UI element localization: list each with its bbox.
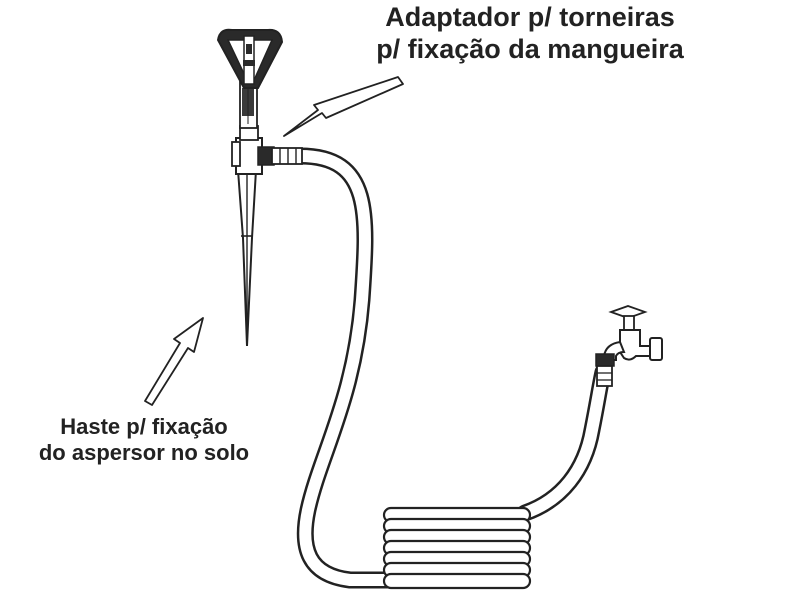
stake-label-line2: do aspersor no solo bbox=[38, 439, 250, 465]
arrow-to-stake bbox=[144, 317, 204, 406]
hose-coil bbox=[382, 506, 532, 590]
adapter-label: Adaptador p/ torneiras p/ fixação da man… bbox=[330, 2, 730, 66]
hose-connector bbox=[257, 146, 303, 166]
adapter-label-line2: p/ fixação da mangueira bbox=[376, 33, 684, 64]
sprinkler-head bbox=[216, 28, 284, 89]
stake-label: Haste p/ fixação do aspersor no solo bbox=[14, 414, 274, 466]
arrow-to-adapter bbox=[283, 76, 404, 137]
stake-label-line1: Haste p/ fixação bbox=[60, 414, 228, 439]
adapter-label-line1: Adaptador p/ torneiras bbox=[385, 2, 675, 32]
water-faucet bbox=[595, 305, 663, 387]
garden-hose bbox=[291, 147, 612, 590]
ground-stake bbox=[231, 67, 263, 347]
